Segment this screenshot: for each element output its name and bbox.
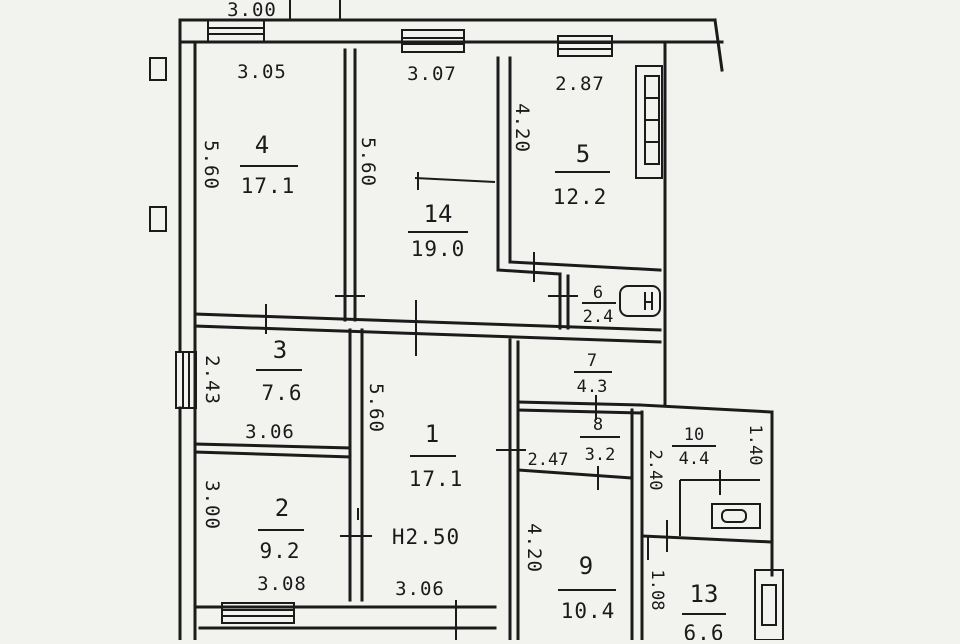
dim-r13-depth: 1.08 <box>647 570 667 611</box>
dim-r2-width: 3.08 <box>257 573 307 595</box>
room-9: 9 10.4 <box>558 552 616 623</box>
dim-r3-width: 3.06 <box>245 421 295 443</box>
room-10: 10 4.4 <box>672 425 716 469</box>
stove-icon <box>754 569 784 641</box>
room-14: 14 19.0 <box>408 200 468 261</box>
room-1-area: 17.1 <box>409 467 464 491</box>
radiator-r5 <box>635 65 663 179</box>
dim-r1-depth: 5.60 <box>365 383 387 433</box>
window-r3 <box>175 351 197 409</box>
toilet-icon <box>619 285 661 317</box>
windows <box>149 19 613 624</box>
room-4-number: 4 <box>255 131 269 159</box>
room-6-area: 2.4 <box>583 307 614 327</box>
dim-r4-depth: 5.60 <box>200 140 222 190</box>
dim-r2-depth: 3.00 <box>201 480 223 530</box>
room-13-area: 6.6 <box>684 621 725 640</box>
room-2-area: 9.2 <box>260 539 301 563</box>
room-2: 2 9.2 <box>258 494 304 563</box>
room-3-area: 7.6 <box>262 381 303 405</box>
door-marks <box>265 252 721 640</box>
room-10-area: 4.4 <box>679 449 710 469</box>
room-6: 6 2.4 <box>582 283 616 327</box>
room-1-number: 1 <box>425 420 439 448</box>
room-7-number: 7 <box>587 351 597 371</box>
room-5: 5 12.2 <box>553 140 610 209</box>
fixtures <box>619 65 784 641</box>
room-6-number: 6 <box>593 283 603 303</box>
room-14-number: 14 <box>424 200 453 228</box>
room-3-number: 3 <box>273 336 287 364</box>
room-8-area: 3.2 <box>585 445 616 465</box>
dim-r10-depth-right: 1.40 <box>745 425 765 466</box>
room-9-area: 10.4 <box>561 599 616 623</box>
dim-r8-width: 2.47 <box>528 450 569 470</box>
window-r14 <box>401 29 465 53</box>
dim-r5-depth: 4.20 <box>511 103 533 153</box>
room-4-area: 17.1 <box>241 174 296 198</box>
room-5-number: 5 <box>576 140 590 168</box>
dim-top-edge: 3.00 <box>227 0 277 21</box>
outer-walls <box>178 0 774 642</box>
room-9-number: 9 <box>579 552 593 580</box>
ceiling-height-label: H2.50 <box>392 525 460 549</box>
dimension-labels: 3.00 3.05 3.07 2.87 5.60 5.60 4.20 2.4 3 … <box>200 0 765 610</box>
room-10-number: 10 <box>684 425 704 445</box>
room-7: 7 4.3 <box>574 351 612 397</box>
room-13: 13 6.6 <box>682 580 726 644</box>
window-r2 <box>221 602 295 624</box>
room-8-number: 8 <box>593 415 603 435</box>
window-r4 <box>207 19 265 43</box>
dim-r9-depth: 4.20 <box>523 523 545 573</box>
dim-r14-depth: 5.60 <box>357 137 379 187</box>
dim-r4-width: 3.05 <box>237 61 287 83</box>
dim-r10-depth-left: 2.40 <box>645 450 665 491</box>
room-1: 1 17.1 <box>409 420 464 491</box>
room-13-number: 13 <box>690 580 719 608</box>
room-7-area: 4.3 <box>577 377 608 397</box>
bathtub-icon <box>711 503 761 529</box>
dim-r5-width: 2.87 <box>555 73 605 95</box>
dim-r3-depth: 2.43 <box>201 355 223 405</box>
wall-marker-top <box>149 57 167 81</box>
wall-marker-mid <box>149 206 167 232</box>
interior-walls <box>193 48 774 642</box>
room-2-number: 2 <box>275 494 289 522</box>
room-14-area: 19.0 <box>411 237 466 261</box>
room-3: 3 7.6 <box>256 336 302 405</box>
room-5-area: 12.2 <box>553 185 608 209</box>
dim-r14-width: 3.07 <box>407 63 457 85</box>
window-r5 <box>557 35 613 57</box>
dim-r1-width: 3.06 <box>395 578 445 600</box>
room-4: 4 17.1 <box>240 131 298 198</box>
room-8: 8 3.2 <box>580 415 620 465</box>
